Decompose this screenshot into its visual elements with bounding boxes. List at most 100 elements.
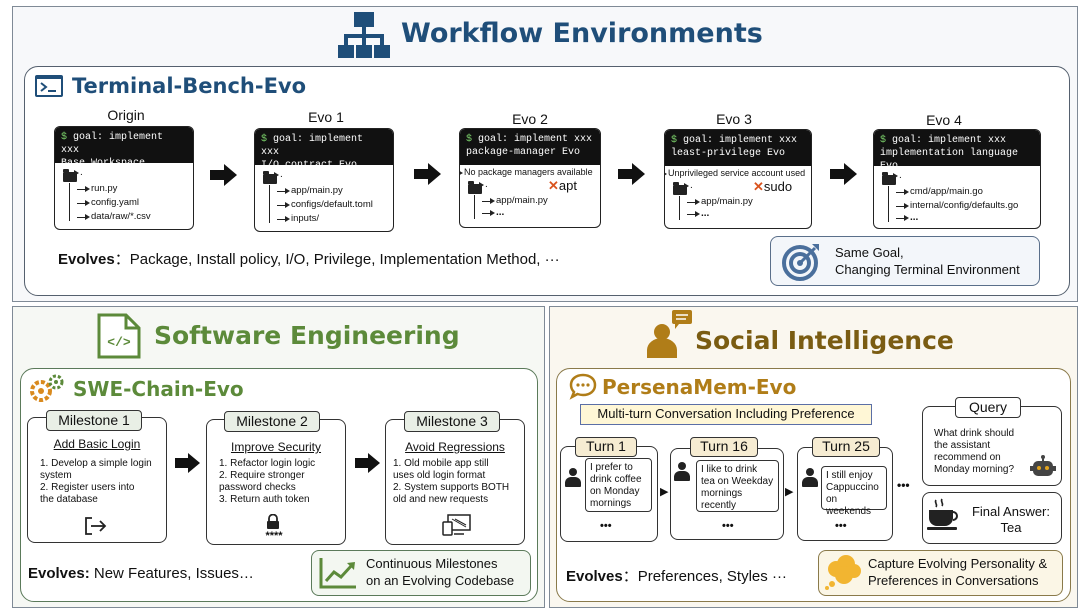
- message-line: tea on Weekday: [701, 476, 774, 487]
- milestone-item: 1. Refactor login logic: [219, 458, 316, 469]
- si-summary-text: Capture Evolving Personality & Preferenc…: [868, 555, 1047, 589]
- milestone-card-1: [27, 417, 167, 543]
- milestone-item: password checks: [219, 482, 296, 493]
- message-line: drink coffee: [590, 474, 642, 485]
- terminal-header: $ goal: implement xxx least-privilege Ev…: [665, 130, 811, 166]
- evolves-label: Evolves:: [28, 565, 90, 582]
- milestone-item: uses old login format: [393, 470, 486, 481]
- milestone-item: 1. Develop a simple login: [40, 458, 152, 469]
- arrow-right-icon: ▶: [660, 485, 669, 498]
- coffee-cup-icon: [927, 498, 958, 530]
- se-evolves-line: Evolves: New Features, Issues…: [28, 565, 254, 582]
- evolves-text: ：Preferences, Styles ···: [622, 568, 787, 585]
- message-line: I prefer to: [590, 462, 633, 473]
- file-tree: . app/main.py configs/default.toml input…: [255, 165, 393, 231]
- environment-note: No package managers available: [460, 167, 593, 177]
- prompt-symbol: $: [261, 134, 268, 145]
- code-glyph: </>: [107, 335, 131, 350]
- cross-icon: ✕: [753, 179, 764, 194]
- goal-text: goal: implement xxx: [261, 134, 364, 158]
- turn-message: I prefer to drink coffee on Monday morni…: [585, 458, 652, 512]
- file-item: data/raw/*.csv: [77, 211, 151, 222]
- turn-message: I like to drink tea on Weekday mornings …: [696, 460, 779, 512]
- stage-label-evo3: Evo 3: [716, 111, 752, 127]
- evolves-label: Evolves: [566, 568, 623, 585]
- si-evolves-line: Evolves：Preferences, Styles ···: [566, 565, 787, 586]
- summary-line: Preferences in Conversations: [868, 573, 1039, 588]
- milestone-subtitle: Add Basic Login: [53, 437, 141, 451]
- goal-subtitle: Base Workspace: [61, 158, 146, 169]
- summary-line: Continuous Milestones: [366, 556, 498, 571]
- more-ellipsis: •••: [722, 520, 734, 532]
- folder-root: .: [886, 170, 902, 181]
- goal-text: goal: implement xxx: [892, 135, 1007, 146]
- milestone-item: 2. Require stronger: [219, 470, 305, 481]
- tree-branch: [269, 185, 270, 223]
- robot-icon: [1030, 455, 1056, 476]
- milestone-item: old and new requests: [393, 494, 489, 505]
- final-answer: Final Answer: Tea: [963, 504, 1059, 536]
- file-item: app/main.py: [687, 196, 753, 207]
- arrow-right-icon: [355, 453, 380, 473]
- file-item: run.py: [76, 183, 118, 194]
- file-item: internal/config/defaults.go: [895, 200, 1019, 211]
- more-ellipsis: •••: [835, 520, 847, 532]
- thought-cloud-icon: [825, 555, 861, 590]
- milestone-item: system: [40, 470, 72, 481]
- software-engineering-title: Software Engineering: [154, 321, 460, 350]
- turn-label: Turn 16: [690, 437, 758, 457]
- folder-icon: [468, 181, 482, 194]
- file-item: app/main.py: [277, 185, 343, 196]
- folder-root: .: [267, 169, 283, 180]
- file-tree: No package managers available . ✕apt app…: [460, 165, 600, 227]
- goal-text: goal: implement xxx: [683, 135, 798, 146]
- folder-icon: [263, 171, 277, 184]
- tree-branch: [888, 186, 889, 222]
- evolves-label: Evolves: [58, 251, 115, 268]
- evolves-text: New Features, Issues…: [89, 565, 254, 582]
- milestone-item: 3. Return auth token: [219, 494, 310, 505]
- terminal-header: $ goal: implement xxx implementation lan…: [874, 130, 1040, 172]
- arrow-right-icon: [210, 164, 237, 186]
- goal-subtitle: implementation language Evo: [880, 148, 1019, 172]
- milestone-subtitle: Improve Security: [230, 440, 322, 454]
- turn-label: Turn 1: [575, 437, 637, 457]
- terminal-card-evo2: $ goal: implement xxx package-manager Ev…: [459, 128, 601, 228]
- file-item: app/main.py: [482, 195, 548, 206]
- message-line: Cappuccino: [826, 482, 879, 493]
- evolves-text: ：Package, Install policy, I/O, Privilege…: [114, 251, 560, 268]
- query-line: recommend on: [934, 452, 1001, 463]
- file-tree: Unprivileged service account used . ✕sud…: [665, 166, 811, 228]
- folder-root: .: [67, 167, 83, 178]
- milestone-label: Milestone 1: [46, 410, 142, 431]
- prompt-symbol: $: [466, 134, 473, 145]
- milestone-label: Milestone 3: [404, 411, 500, 432]
- file-item: cmd/app/main.go: [896, 186, 983, 197]
- gears-icon: [30, 374, 64, 402]
- terminal-card-evo1: $ goal: implement xxx I/O contract Evo .…: [254, 128, 394, 232]
- devices-icon: [442, 514, 471, 536]
- cross-icon: ✕: [548, 178, 559, 193]
- terminal-card-origin: $ goal: implement xxx Base Workspace . r…: [54, 126, 194, 230]
- arrow-right-icon: [175, 453, 200, 473]
- terminal-header: $ goal: implement xxx I/O contract Evo: [255, 129, 393, 171]
- milestone-item: 1. Old mobile app still: [393, 458, 489, 469]
- stage-label-origin: Origin: [107, 107, 145, 123]
- blocked-tool-name: sudo: [763, 179, 793, 194]
- tree-branch: [69, 183, 70, 221]
- goal-text: goal: implement xxx: [478, 134, 593, 145]
- blocked-tool: ✕apt: [548, 178, 577, 194]
- stage-label-evo4: Evo 4: [926, 112, 962, 128]
- persenamem-title: PersenaMem-Evo: [602, 375, 797, 399]
- message-line: on Monday: [590, 486, 640, 497]
- target-icon: [782, 244, 819, 281]
- folder-icon: [882, 172, 896, 185]
- arrow-right-icon: ▶: [785, 485, 794, 498]
- turns-ellipsis: •••: [897, 478, 910, 492]
- terminal-bench-title: Terminal-Bench-Evo: [72, 74, 307, 98]
- prompt-symbol: $: [61, 132, 68, 143]
- file-item: inputs/: [277, 213, 319, 224]
- social-intelligence-title: Social Intelligence: [695, 326, 954, 355]
- turn-message: I still enjoy Cappuccino on weekends: [821, 466, 887, 517]
- query-label: Query: [955, 397, 1021, 418]
